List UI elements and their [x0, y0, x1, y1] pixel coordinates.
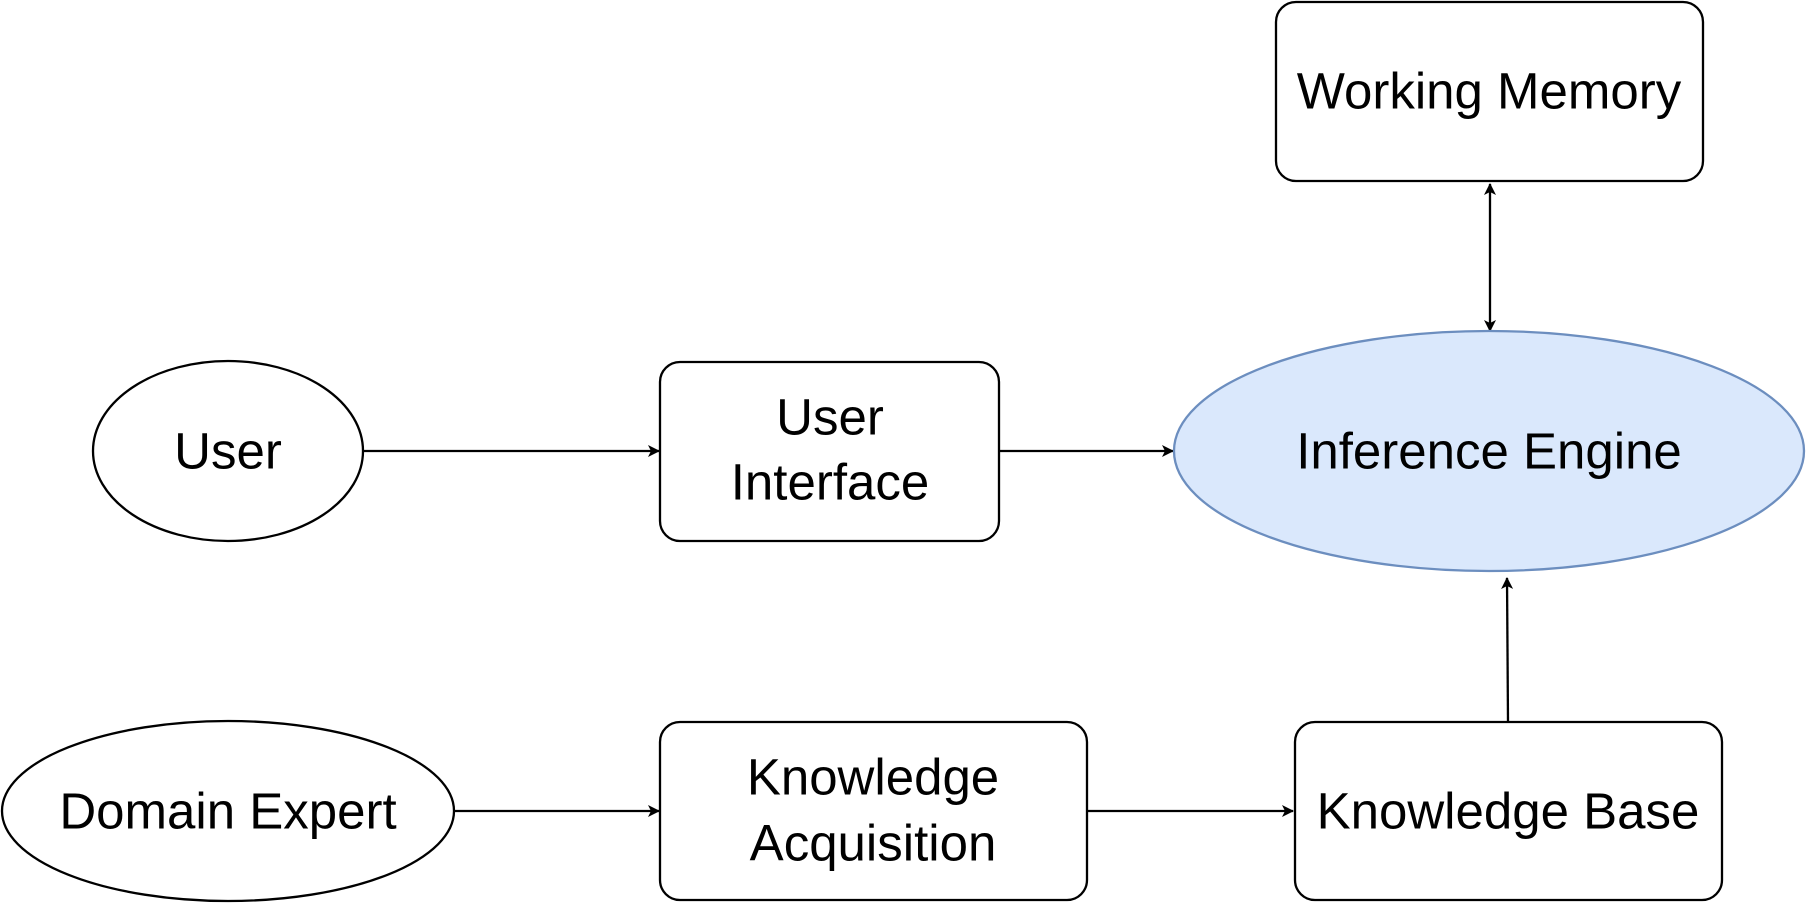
working-memory-node: Working Memory — [1274, 0, 1705, 183]
domain-expert-label: Domain Expert — [59, 783, 396, 840]
edge-base-to-inference — [1501, 577, 1514, 723]
domain-expert-node: Domain Expert — [0, 719, 456, 903]
knowledge-acquisition-node: Knowledge Acquisition — [658, 720, 1089, 902]
knowledge-acquisition-label-line2: Acquisition — [750, 815, 997, 872]
user-node: User — [91, 359, 365, 543]
user-label: User — [174, 423, 282, 480]
user-interface-label-line2: Interface — [731, 454, 929, 511]
working-memory-label: Working Memory — [1297, 63, 1682, 120]
knowledge-base-node: Knowledge Base — [1293, 720, 1724, 902]
inference-engine-label: Inference Engine — [1296, 423, 1682, 480]
knowledge-base-label: Knowledge Base — [1317, 783, 1700, 840]
user-interface-label-line1: User — [776, 389, 884, 446]
user-interface-node: User Interface — [658, 360, 1001, 543]
inference-engine-node: Inference Engine — [1172, 329, 1806, 573]
knowledge-acquisition-label-line1: Knowledge — [747, 749, 999, 806]
